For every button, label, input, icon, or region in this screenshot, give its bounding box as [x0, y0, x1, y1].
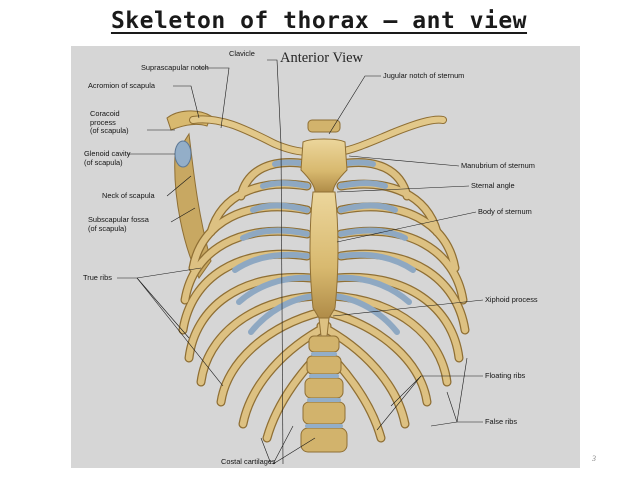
- label-jugular-notch: Jugular notch of sternum: [383, 71, 465, 80]
- page-number: 3: [592, 454, 596, 463]
- label-subscapular-fossa: Subscapular fossa (of scapula): [88, 215, 149, 233]
- label-coracoid-process: Coracoid process (of scapula): [90, 109, 129, 136]
- label-acromion: Acromion of scapula: [88, 81, 155, 90]
- clavicle-right-fill: [336, 116, 446, 155]
- label-xiphoid-process: Xiphoid process: [485, 295, 538, 304]
- glenoid-cavity: [174, 140, 192, 168]
- manubrium: [300, 138, 348, 193]
- slide-title: Skeleton of thorax – ant view: [110, 8, 528, 34]
- thorax-illustration: [117, 59, 484, 465]
- label-costal-cartilages: Costal cartilages: [221, 457, 276, 466]
- label-body-of-sternum: Body of sternum: [478, 207, 532, 216]
- vertebral-column: [300, 119, 348, 453]
- label-clavicle: Clavicle: [229, 49, 255, 58]
- label-false-ribs: False ribs: [485, 417, 518, 426]
- intervertebral-discs: [305, 352, 343, 428]
- label-sternal-angle: Sternal angle: [471, 181, 515, 190]
- label-floating-ribs: Floating ribs: [485, 371, 526, 380]
- sternal-body: [309, 191, 339, 319]
- label-glenoid-cavity: Glenoid cavity (of scapula): [84, 149, 131, 167]
- figure-title: Anterior View: [280, 50, 364, 66]
- label-suprascapular-notch: Suprascapular notch: [141, 63, 209, 72]
- xiphoid-process: [318, 317, 330, 337]
- label-true-ribs: True ribs: [83, 273, 112, 282]
- thorax-figure: Anterior View Clavicle Suprascapular not…: [71, 46, 580, 468]
- clavicle-left-fill: [190, 116, 312, 155]
- label-neck-of-scapula: Neck of scapula: [102, 191, 155, 200]
- leader-lines: [117, 59, 484, 465]
- ribs: [178, 158, 470, 443]
- label-manubrium: Manubrium of sternum: [461, 161, 535, 170]
